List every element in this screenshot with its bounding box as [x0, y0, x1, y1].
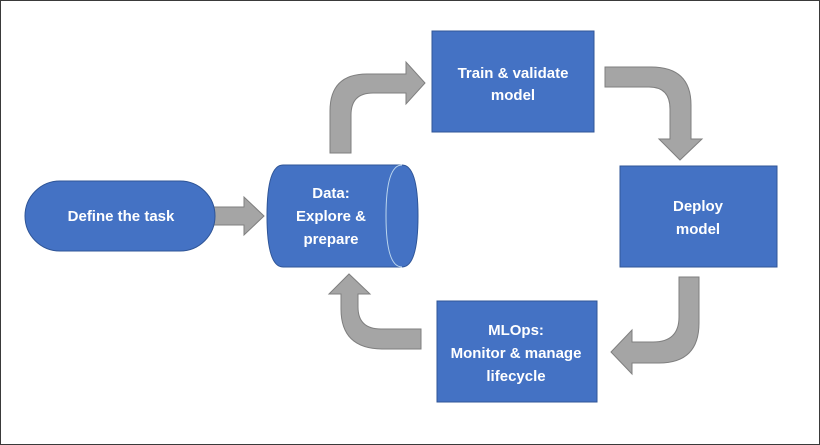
- arrow-mlops-to-data: [327, 273, 422, 350]
- arrow-data-to-train: [329, 60, 426, 154]
- node-data-label-line2: Explore &: [296, 208, 366, 225]
- node-train-label-line2: model: [491, 87, 535, 104]
- node-deploy: Deploy model: [619, 165, 778, 268]
- node-deploy-label-line1: Deploy: [673, 198, 724, 215]
- node-data-label-line3: prepare: [303, 231, 358, 248]
- node-mlops-label-line1: MLOps:: [488, 322, 544, 339]
- arrow-define-to-data: [212, 195, 265, 237]
- node-data: Data: Explore & prepare: [266, 164, 419, 268]
- arrow-deploy-to-mlops: [610, 276, 700, 376]
- node-define-task-label: Define the task: [68, 208, 175, 225]
- node-mlops: MLOps: Monitor & manage lifecycle: [436, 300, 598, 403]
- node-data-label-line1: Data:: [312, 185, 350, 202]
- node-mlops-label-line3: lifecycle: [486, 368, 545, 385]
- node-define-task: Define the task: [24, 180, 216, 252]
- node-train-label-line1: Train & validate: [458, 65, 569, 82]
- node-train: Train & validate model: [431, 30, 595, 133]
- node-mlops-label-line2: Monitor & manage: [451, 345, 582, 362]
- node-deploy-label-line2: model: [676, 221, 720, 238]
- arrow-train-to-deploy: [604, 66, 704, 161]
